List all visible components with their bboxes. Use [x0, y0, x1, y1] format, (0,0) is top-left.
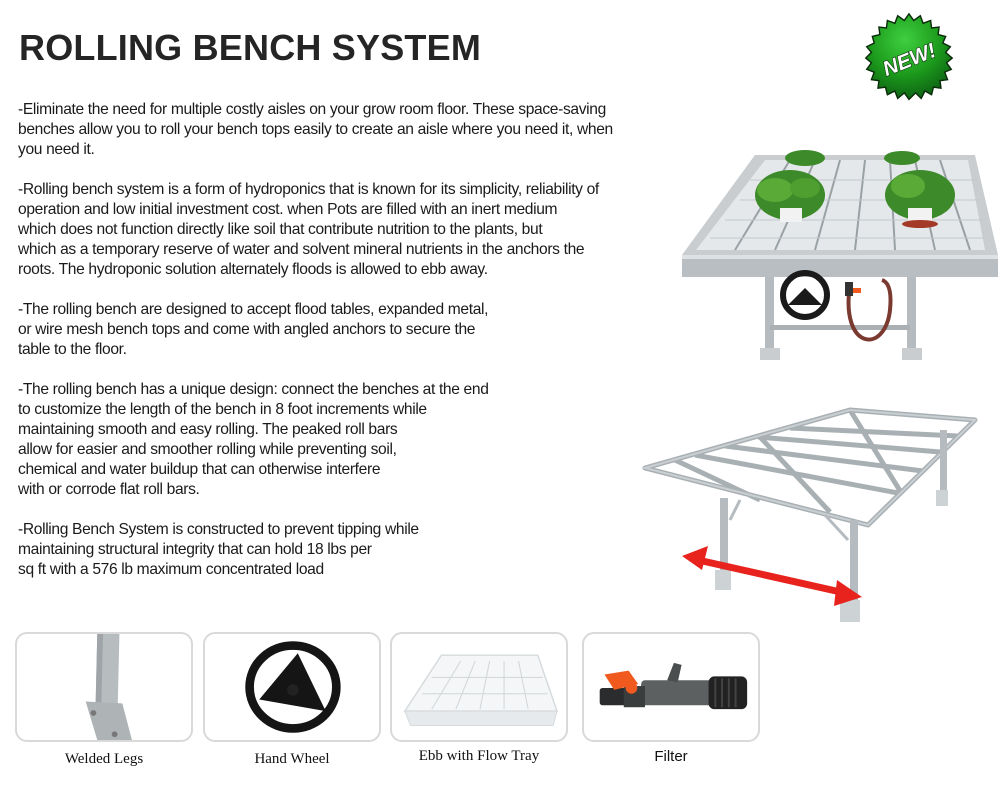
- rolling-direction-arrow-icon: [682, 546, 862, 606]
- paragraph-hydroponics: -Rolling bench system is a form of hydro…: [18, 181, 599, 278]
- paragraph-bench-tops: -The rolling bench are designed to accep…: [18, 301, 489, 358]
- new-badge: NEW!: [862, 12, 956, 106]
- accessory-card-welded-legs: [15, 632, 193, 742]
- accessory-caption-filter: Filter: [654, 748, 688, 765]
- accessory-card-flow-tray: [390, 632, 568, 742]
- page-title: ROLLING BENCH SYSTEM: [19, 27, 482, 68]
- welded-leg-icon: [85, 634, 132, 740]
- bench-frame-photo: [640, 400, 980, 625]
- new-starburst-icon: NEW!: [864, 12, 954, 101]
- accessory-caption-welded-legs: Welded Legs: [64, 751, 144, 767]
- accessory-caption-hand-wheel: Hand Wheel: [254, 751, 330, 767]
- hand-wheel-icon: [245, 641, 341, 733]
- paragraph-load-capacity: -Rolling Bench System is constructed to …: [18, 521, 419, 578]
- accessory-caption-flow-tray: Ebb with Flow Tray: [418, 748, 540, 764]
- paragraph-unique-design: -The rolling bench has a unique design: …: [18, 381, 489, 498]
- filter-icon: [599, 662, 748, 710]
- accessory-card-hand-wheel: [203, 632, 381, 742]
- accessory-card-filter: [582, 632, 760, 742]
- paragraph-aisles: -Eliminate the need for multiple costly …: [18, 101, 613, 158]
- flood-table-photo: [680, 150, 1000, 365]
- flow-tray-icon: [403, 654, 559, 727]
